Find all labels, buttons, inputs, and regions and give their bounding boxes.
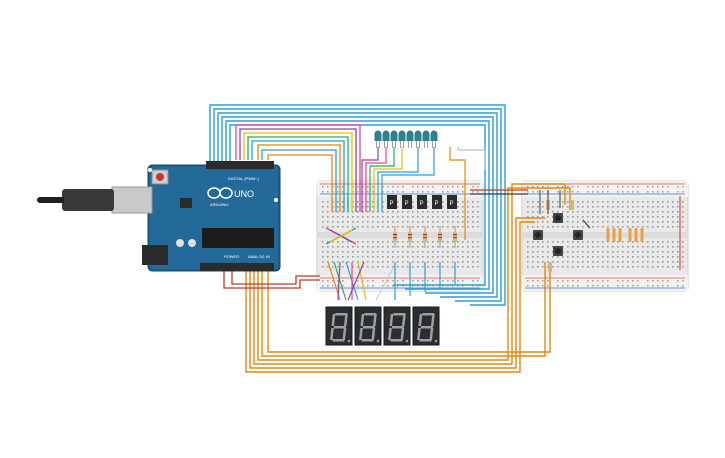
analog-header	[200, 263, 274, 271]
arduino-infinity-logo	[207, 187, 233, 199]
seven-segment-display[interactable]	[325, 306, 440, 346]
power-wires[interactable]	[223, 189, 528, 289]
analog-pins-label: ANALOG IN	[248, 254, 270, 259]
secondary-jumpers	[539, 190, 681, 270]
breadboard-main-holes	[322, 186, 479, 287]
svg-text:P: P	[420, 201, 424, 207]
power-jack	[142, 245, 168, 265]
svg-text:P: P	[390, 201, 394, 207]
secondary-resistors	[546, 200, 644, 272]
digital-pins-label: DIGITAL (PWM~)	[228, 176, 260, 181]
usb-cable	[37, 189, 114, 211]
microcontroller-chip	[202, 228, 274, 248]
crossover-wires	[325, 227, 357, 245]
display-wires[interactable]	[327, 261, 396, 301]
push-buttons[interactable]	[533, 213, 583, 256]
svg-text:P: P	[435, 201, 439, 207]
orange-wire-bundle[interactable]	[245, 183, 571, 373]
colored-header-wires[interactable]	[235, 124, 361, 212]
digital-header	[206, 161, 274, 169]
led-row	[374, 130, 438, 148]
led-feed-wires[interactable]	[361, 147, 486, 240]
usb-port	[111, 186, 153, 214]
resistor-row	[393, 226, 457, 248]
blue-wire-bundle[interactable]	[209, 104, 506, 306]
board-brand-label: ARDUINO	[210, 202, 228, 207]
breadboard-secondary[interactable]	[521, 180, 689, 292]
svg-text:P: P	[405, 201, 409, 207]
power-pins-label: POWER	[224, 254, 239, 259]
arduino-uno-board[interactable]: UNO ARDUINO DIGITAL (PWM~) POWER ANALOG …	[111, 161, 281, 272]
svg-text:P: P	[450, 201, 454, 207]
transistor-wires[interactable]	[394, 262, 456, 300]
board-model-label: UNO	[234, 189, 254, 199]
